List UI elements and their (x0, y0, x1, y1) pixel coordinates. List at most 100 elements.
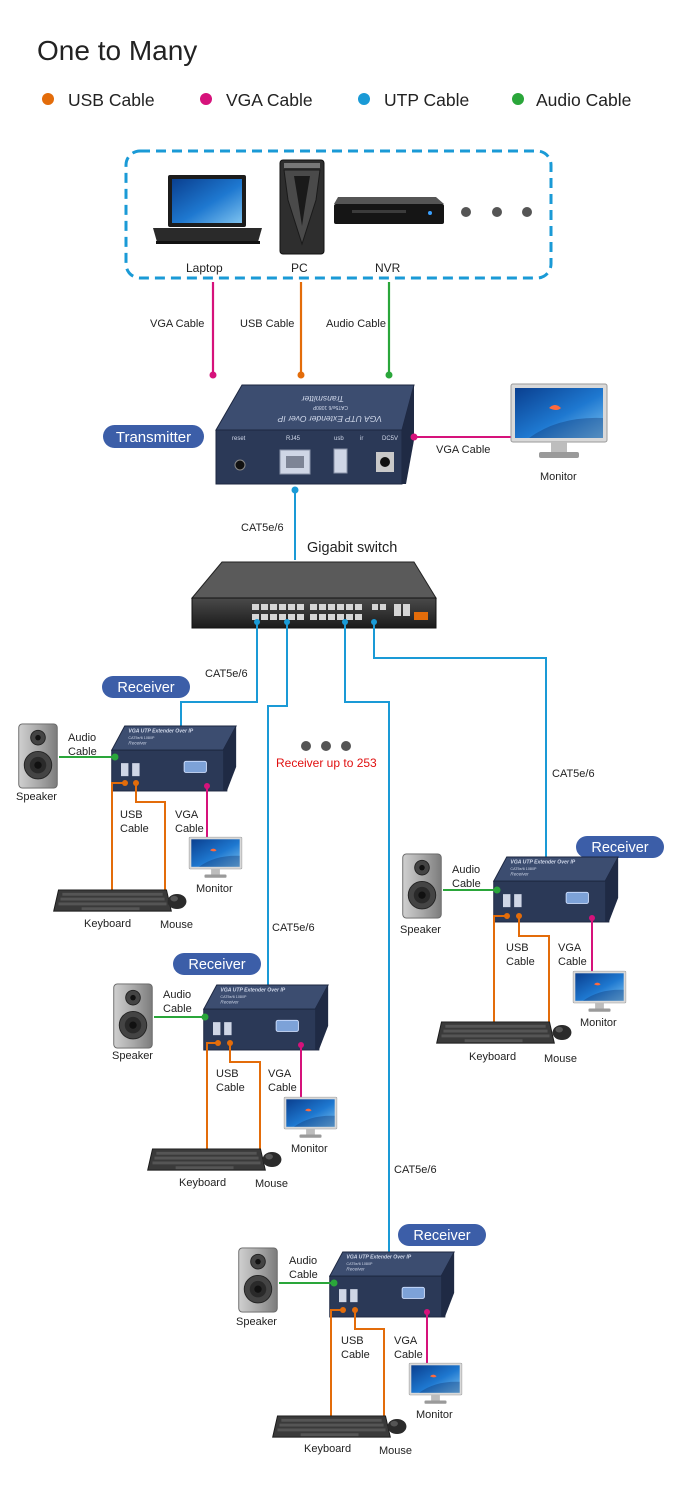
usb-color-dot (42, 93, 54, 105)
more-receivers-ellipsis (301, 741, 351, 751)
monitor-label: Monitor (196, 883, 233, 895)
usb-port-icon (333, 448, 348, 474)
receiver-device-icon (329, 1251, 455, 1318)
reset-button-icon (234, 459, 246, 471)
speaker-label: Speaker (236, 1316, 277, 1328)
mouse-label: Mouse (160, 919, 193, 931)
speaker-label: Speaker (112, 1050, 153, 1062)
keyboard-label: Keyboard (84, 918, 131, 930)
legend-item-audio: Audio Cable (512, 90, 631, 110)
speaker-label: Speaker (400, 924, 441, 936)
audio-color-dot (512, 93, 524, 105)
legend-item-vga: VGA Cable (200, 90, 313, 110)
keyboard-label: Keyboard (179, 1177, 226, 1189)
mouse-label: Mouse (379, 1445, 412, 1457)
mouse-icon (552, 1024, 572, 1041)
receiver-badge: Receiver (576, 836, 664, 858)
utp-color-dot (358, 93, 370, 105)
transmitter-top-label: VGA UTP Extender Over IP CAT5e/6 1080P T… (277, 394, 382, 424)
receiver-badge: Receiver (102, 676, 190, 698)
keyboard-icon (147, 1148, 266, 1171)
source-devices-group: Laptop PC NVR (124, 149, 553, 280)
laptop-icon (153, 175, 262, 244)
receiver-badge: Receiver (173, 953, 261, 975)
switch-label: Gigabit switch (307, 540, 397, 556)
receiver-2-cat-label: CAT5e/6 (272, 922, 315, 934)
dc-port-icon (380, 457, 390, 467)
gigabit-switch-device (190, 561, 437, 629)
vga-color-dot (200, 93, 212, 105)
speaker-icon (402, 853, 442, 919)
receiver-1-cat-label: CAT5e/6 (205, 668, 248, 680)
source-audio-cable-label: Audio Cable (326, 318, 386, 330)
monitor-icon (572, 970, 627, 1013)
receiver-badge-text: Receiver (117, 680, 174, 696)
transmitter-badge-text: Transmitter (116, 429, 191, 446)
receiver-4-cat-label: CAT5e/6 (394, 1164, 437, 1176)
legend-label: VGA Cable (226, 90, 313, 110)
port-label-ir: ir (360, 436, 363, 442)
receiver-badge: Receiver (398, 1224, 486, 1246)
speaker-icon (113, 983, 153, 1049)
more-devices-ellipsis (461, 207, 532, 217)
keyboard-icon (53, 889, 172, 912)
monitor-label: Monitor (291, 1143, 328, 1155)
monitor-icon (510, 383, 608, 459)
keyboard-icon (272, 1415, 391, 1438)
receiver-badge-text: Receiver (188, 957, 245, 973)
mouse-label: Mouse (255, 1178, 288, 1190)
transmitter-monitor-label: Monitor (540, 471, 577, 483)
pc-label: PC (291, 261, 308, 275)
utp-cables-to-receivers (180, 622, 547, 1252)
keyboard-label: Keyboard (469, 1051, 516, 1063)
receiver-device-icon (203, 984, 329, 1051)
port-label-usb: usb (334, 436, 344, 442)
uplink-cat-label: CAT5e/6 (241, 522, 284, 534)
port-label-rj45: RJ45 (286, 436, 301, 442)
monitor-icon (283, 1096, 338, 1139)
mouse-icon (262, 1151, 282, 1168)
mouse-icon (167, 893, 187, 910)
receiver-badge-text: Receiver (591, 840, 648, 856)
monitor-icon (408, 1362, 463, 1405)
source-cables (209, 282, 393, 379)
monitor-label: Monitor (580, 1017, 617, 1029)
receiver-badge-text: Receiver (413, 1228, 470, 1244)
legend-item-usb: USB Cable (42, 90, 155, 110)
source-vga-cable-label: VGA Cable (150, 318, 204, 330)
legend-label: UTP Cable (384, 90, 469, 110)
speaker-icon (238, 1247, 278, 1313)
port-label-reset: reset (232, 436, 246, 442)
legend: USB Cable VGA Cable UTP Cable Audio Cabl… (42, 90, 631, 110)
laptop-label: Laptop (186, 261, 223, 275)
legend-item-utp: UTP Cable (358, 90, 469, 110)
receiver-device-icon (111, 725, 237, 792)
nvr-label: NVR (375, 261, 401, 275)
receiver-limit-note: Receiver up to 253 (276, 756, 377, 770)
transmitter-model-text: CAT5e/6 1080P (312, 404, 348, 410)
keyboard-label: Keyboard (304, 1443, 351, 1455)
transmitter-device: VGA UTP Extender Over IP CAT5e/6 1080P T… (215, 384, 415, 485)
source-dashed-frame (124, 149, 553, 280)
page-title: One to Many (37, 35, 197, 66)
transmitter-subtitle-text: Transmitter (300, 394, 344, 404)
speaker-label: Speaker (16, 791, 57, 803)
transmitter-badge: Transmitter (103, 425, 204, 448)
